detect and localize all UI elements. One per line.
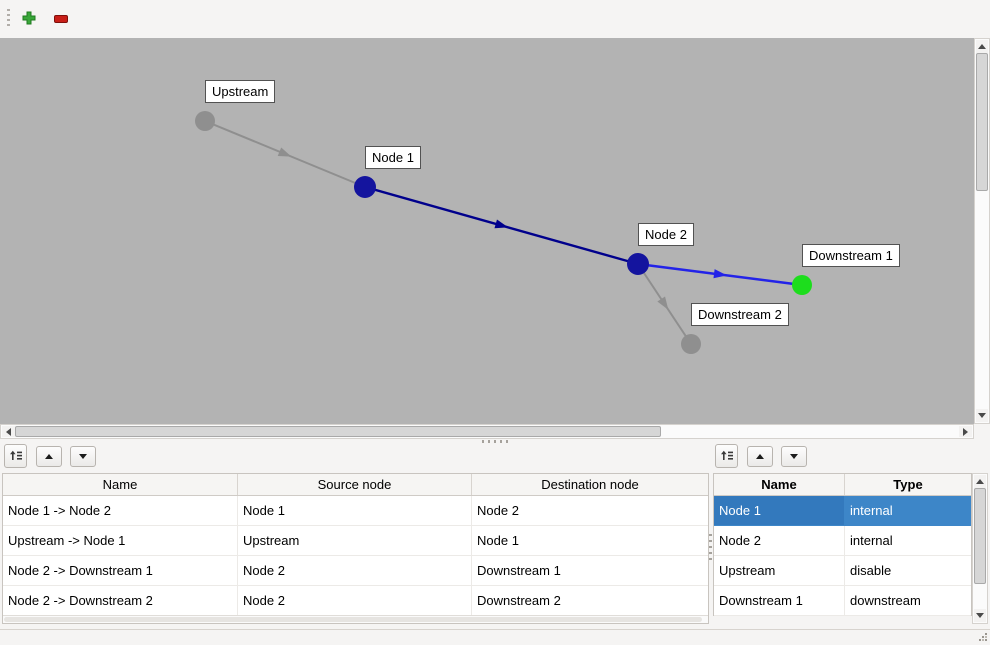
arrow-up-icon: [976, 479, 984, 484]
column-header-source-node[interactable]: Source node: [238, 474, 472, 495]
column-header-name[interactable]: Name: [714, 474, 845, 495]
cell-destination: Downstream 2: [472, 586, 708, 616]
edge-arrow-icon: [494, 219, 509, 229]
edges-table-header: Name Source node Destination node: [3, 474, 708, 496]
sort-ascending-icon: [9, 448, 23, 465]
arrow-right-icon: [963, 427, 968, 436]
cell-name: Node 1 -> Node 2: [3, 496, 238, 526]
main-toolbar: [0, 0, 990, 38]
table-row[interactable]: Downstream 1 downstream: [714, 586, 971, 616]
cell-source: Node 2: [238, 556, 472, 586]
nodes-move-down-button[interactable]: [781, 446, 807, 467]
scroll-up-button[interactable]: [976, 40, 988, 53]
cell-source: Node 2: [238, 586, 472, 616]
cell-name: Node 1: [714, 496, 845, 526]
arrow-down-icon: [978, 413, 986, 418]
nodes-table: Name Type Node 1 internal Node 2 interna…: [713, 473, 972, 616]
scroll-left-button[interactable]: [2, 426, 15, 437]
sort-ascending-icon: [720, 448, 734, 465]
toolbar-drag-handle[interactable]: [7, 9, 10, 29]
node-label[interactable]: Downstream 1: [802, 244, 900, 267]
scroll-down-button[interactable]: [974, 609, 986, 622]
scroll-up-button[interactable]: [974, 475, 986, 488]
edges-table: Name Source node Destination node Node 1…: [2, 473, 709, 624]
table-row[interactable]: Node 2 -> Downstream 1 Node 2 Downstream…: [3, 556, 708, 586]
nodes-table-header: Name Type: [714, 474, 971, 496]
cell-type: internal: [845, 526, 971, 556]
cell-source: Upstream: [238, 526, 472, 556]
arrow-down-icon: [976, 613, 984, 618]
edges-sort-button[interactable]: [4, 444, 27, 468]
edge-arrow-icon: [713, 269, 727, 279]
column-header-destination-node[interactable]: Destination node: [541, 477, 639, 492]
cell-type: downstream: [845, 586, 971, 616]
graph-svg: [195, 111, 812, 354]
table-row[interactable]: Upstream disable: [714, 556, 971, 586]
graph-node[interactable]: [792, 275, 812, 295]
node-label[interactable]: Upstream: [205, 80, 276, 103]
cell-type: disable: [845, 556, 971, 586]
graph-node[interactable]: [681, 334, 701, 354]
vertical-scrollbar-thumb[interactable]: [976, 53, 988, 191]
cell-name: Downstream 1: [714, 586, 845, 616]
edge-arrow-icon: [657, 296, 669, 310]
horizontal-splitter-handle[interactable]: [482, 440, 508, 443]
cell-name: Node 2 -> Downstream 1: [3, 556, 238, 586]
arrow-up-icon: [756, 454, 764, 459]
cell-destination: Node 2: [472, 496, 708, 526]
cell-name: Node 2: [714, 526, 845, 556]
remove-button[interactable]: [48, 5, 74, 33]
arrow-up-icon: [45, 454, 53, 459]
status-bar: [0, 629, 990, 645]
nodes-table-vertical-scrollbar[interactable]: [972, 473, 988, 624]
node-label[interactable]: Node 1: [365, 146, 421, 169]
nodes-move-up-button[interactable]: [747, 446, 773, 467]
node-label[interactable]: Downstream 2: [691, 303, 789, 326]
cell-name: Upstream -> Node 1: [3, 526, 238, 556]
arrow-up-icon: [978, 44, 986, 49]
nodes-sort-button[interactable]: [715, 444, 738, 468]
edge-arrow-icon: [277, 147, 292, 157]
node-label[interactable]: Node 2: [638, 223, 694, 246]
edges-move-up-button[interactable]: [36, 446, 62, 467]
add-button[interactable]: [16, 5, 42, 33]
column-header-name[interactable]: Name: [3, 474, 238, 495]
cell-name: Upstream: [714, 556, 845, 586]
table-row[interactable]: Node 2 internal: [714, 526, 971, 556]
plus-icon: [21, 10, 37, 29]
column-header-type[interactable]: Type: [893, 477, 923, 492]
scroll-right-button[interactable]: [959, 426, 972, 437]
canvas-vertical-scrollbar[interactable]: [974, 38, 990, 424]
edges-table-horizontal-scrollbar[interactable]: [3, 615, 708, 623]
table-row[interactable]: Node 1 -> Node 2 Node 1 Node 2: [3, 496, 708, 526]
minus-icon: [54, 15, 68, 23]
horizontal-scrollbar-thumb[interactable]: [15, 426, 661, 437]
table-row[interactable]: Node 2 -> Downstream 2 Node 2 Downstream…: [3, 586, 708, 616]
cell-destination: Downstream 1: [472, 556, 708, 586]
arrow-left-icon: [6, 427, 11, 436]
table-row[interactable]: Upstream -> Node 1 Upstream Node 1: [3, 526, 708, 556]
cell-source: Node 1: [238, 496, 472, 526]
arrow-down-icon: [79, 454, 87, 459]
scrollbar-thumb[interactable]: [974, 488, 986, 584]
table-row[interactable]: Node 1 internal: [714, 496, 971, 526]
graph-node[interactable]: [195, 111, 215, 131]
canvas-horizontal-scrollbar[interactable]: [0, 424, 974, 439]
graph-node[interactable]: [354, 176, 376, 198]
cell-destination: Node 1: [472, 526, 708, 556]
cell-type: internal: [845, 496, 971, 526]
scrollbar-thumb[interactable]: [4, 617, 702, 622]
graph-node[interactable]: [627, 253, 649, 275]
edges-move-down-button[interactable]: [70, 446, 96, 467]
cell-name: Node 2 -> Downstream 2: [3, 586, 238, 616]
scroll-down-button[interactable]: [976, 409, 988, 422]
vertical-splitter-handle[interactable]: [709, 534, 712, 560]
arrow-down-icon: [790, 454, 798, 459]
resize-grip[interactable]: [985, 633, 987, 635]
